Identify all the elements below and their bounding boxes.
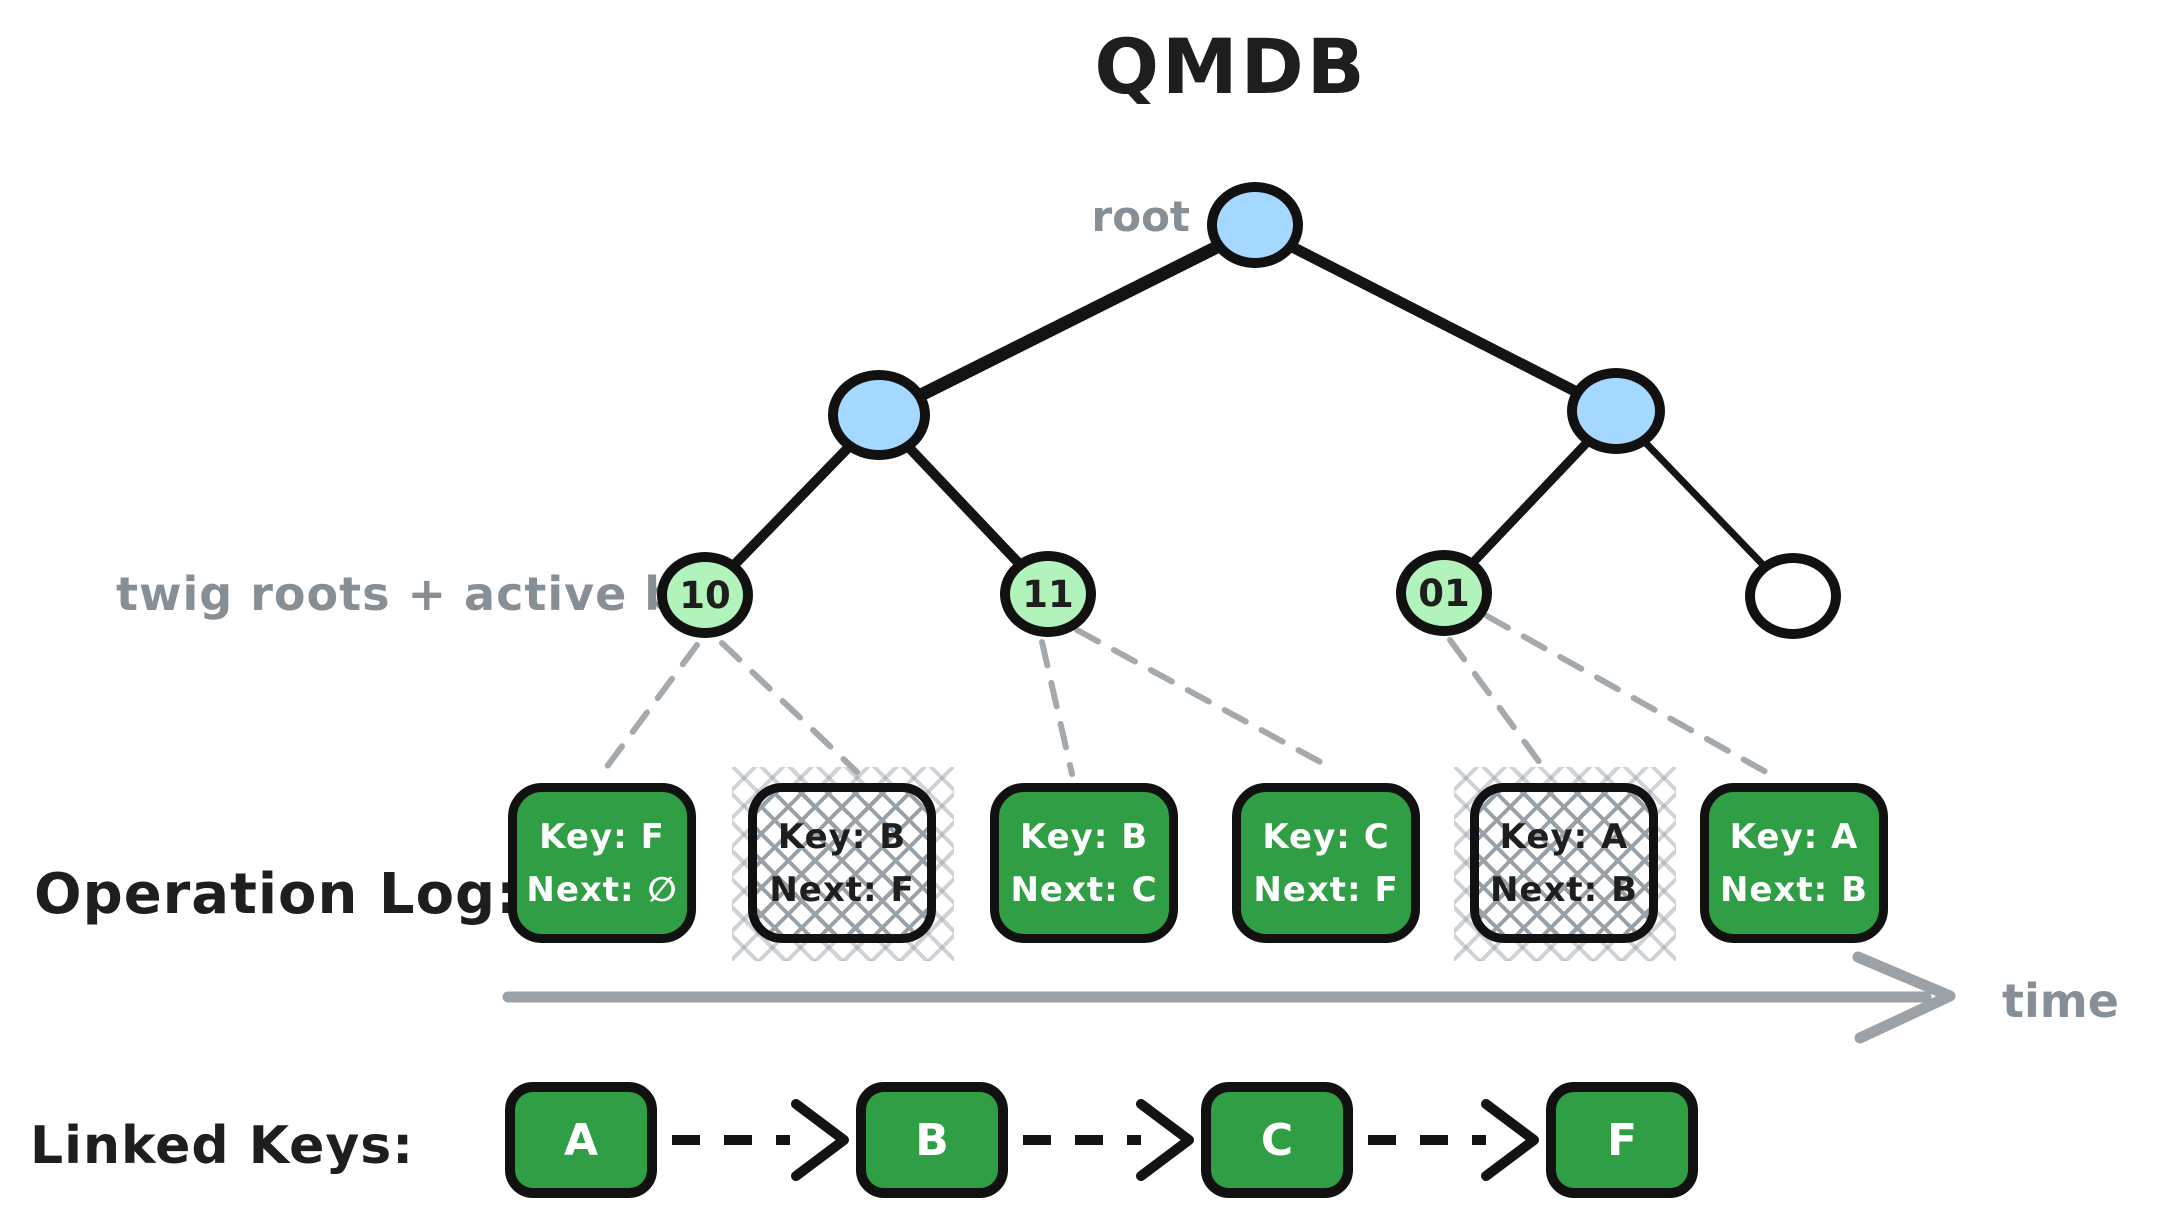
twig-node-01-label: 01 <box>1418 571 1470 615</box>
oplog-entry-key: Key: A <box>1729 816 1859 857</box>
oplog-entry-5: Key: A Next: B <box>1470 783 1658 943</box>
linked-key-C: C <box>1201 1082 1353 1198</box>
linked-key-arrows <box>672 1099 1539 1181</box>
oplog-entry-1: Key: F Next: ∅ <box>508 783 696 943</box>
linked-key-C-label: C <box>1260 1114 1294 1166</box>
oplog-entry-next: Next: F <box>1253 869 1399 910</box>
internal-node-right <box>1567 368 1665 454</box>
twig-roots-label: twig roots + active bits <box>116 567 747 621</box>
oplog-entry-2: Key: B Next: F <box>748 783 936 943</box>
linked-keys-label: Linked Keys: <box>30 1116 415 1176</box>
internal-node-left <box>828 370 930 460</box>
oplog-entry-key: Key: B <box>1019 816 1149 857</box>
twig-node-10-label: 10 <box>679 573 731 617</box>
oplog-entry-4: Key: C Next: F <box>1232 783 1420 943</box>
twig-node-11-label: 11 <box>1022 572 1074 616</box>
linked-key-F: F <box>1546 1082 1698 1198</box>
page-title: QMDB <box>1094 22 1368 111</box>
linked-key-F-label: F <box>1606 1114 1638 1166</box>
oplog-entry-key: Key: F <box>539 816 665 857</box>
oplog-entry-key: Key: A <box>1499 816 1629 857</box>
linked-key-A: A <box>505 1082 657 1198</box>
twig-log-connectors <box>597 613 1769 779</box>
twig-node-empty <box>1745 553 1841 639</box>
oplog-entry-next: Next: B <box>1489 869 1639 910</box>
twig-node-11: 11 <box>1000 551 1096 637</box>
oplog-entry-key: Key: C <box>1262 816 1390 857</box>
time-axis-label: time <box>2002 974 2119 1028</box>
oplog-entry-next: Next: B <box>1719 869 1869 910</box>
linked-key-A-label: A <box>563 1114 599 1166</box>
root-node-label: root <box>1091 192 1191 241</box>
linked-key-B: B <box>856 1082 1008 1198</box>
oplog-entry-3: Key: B Next: C <box>990 783 1178 943</box>
oplog-entry-key: Key: B <box>777 816 907 857</box>
twig-node-01: 01 <box>1396 550 1492 636</box>
operation-log-label: Operation Log: <box>34 862 520 927</box>
oplog-entry-6: Key: A Next: B <box>1700 783 1888 943</box>
oplog-entry-next: Next: C <box>1010 869 1158 910</box>
twig-node-10: 10 <box>657 552 753 638</box>
oplog-entry-next: Next: ∅ <box>526 869 678 910</box>
tree-root-node <box>1207 182 1303 268</box>
oplog-entry-next: Next: F <box>769 869 915 910</box>
linked-key-B-label: B <box>915 1114 949 1166</box>
time-arrow <box>502 951 1956 1044</box>
